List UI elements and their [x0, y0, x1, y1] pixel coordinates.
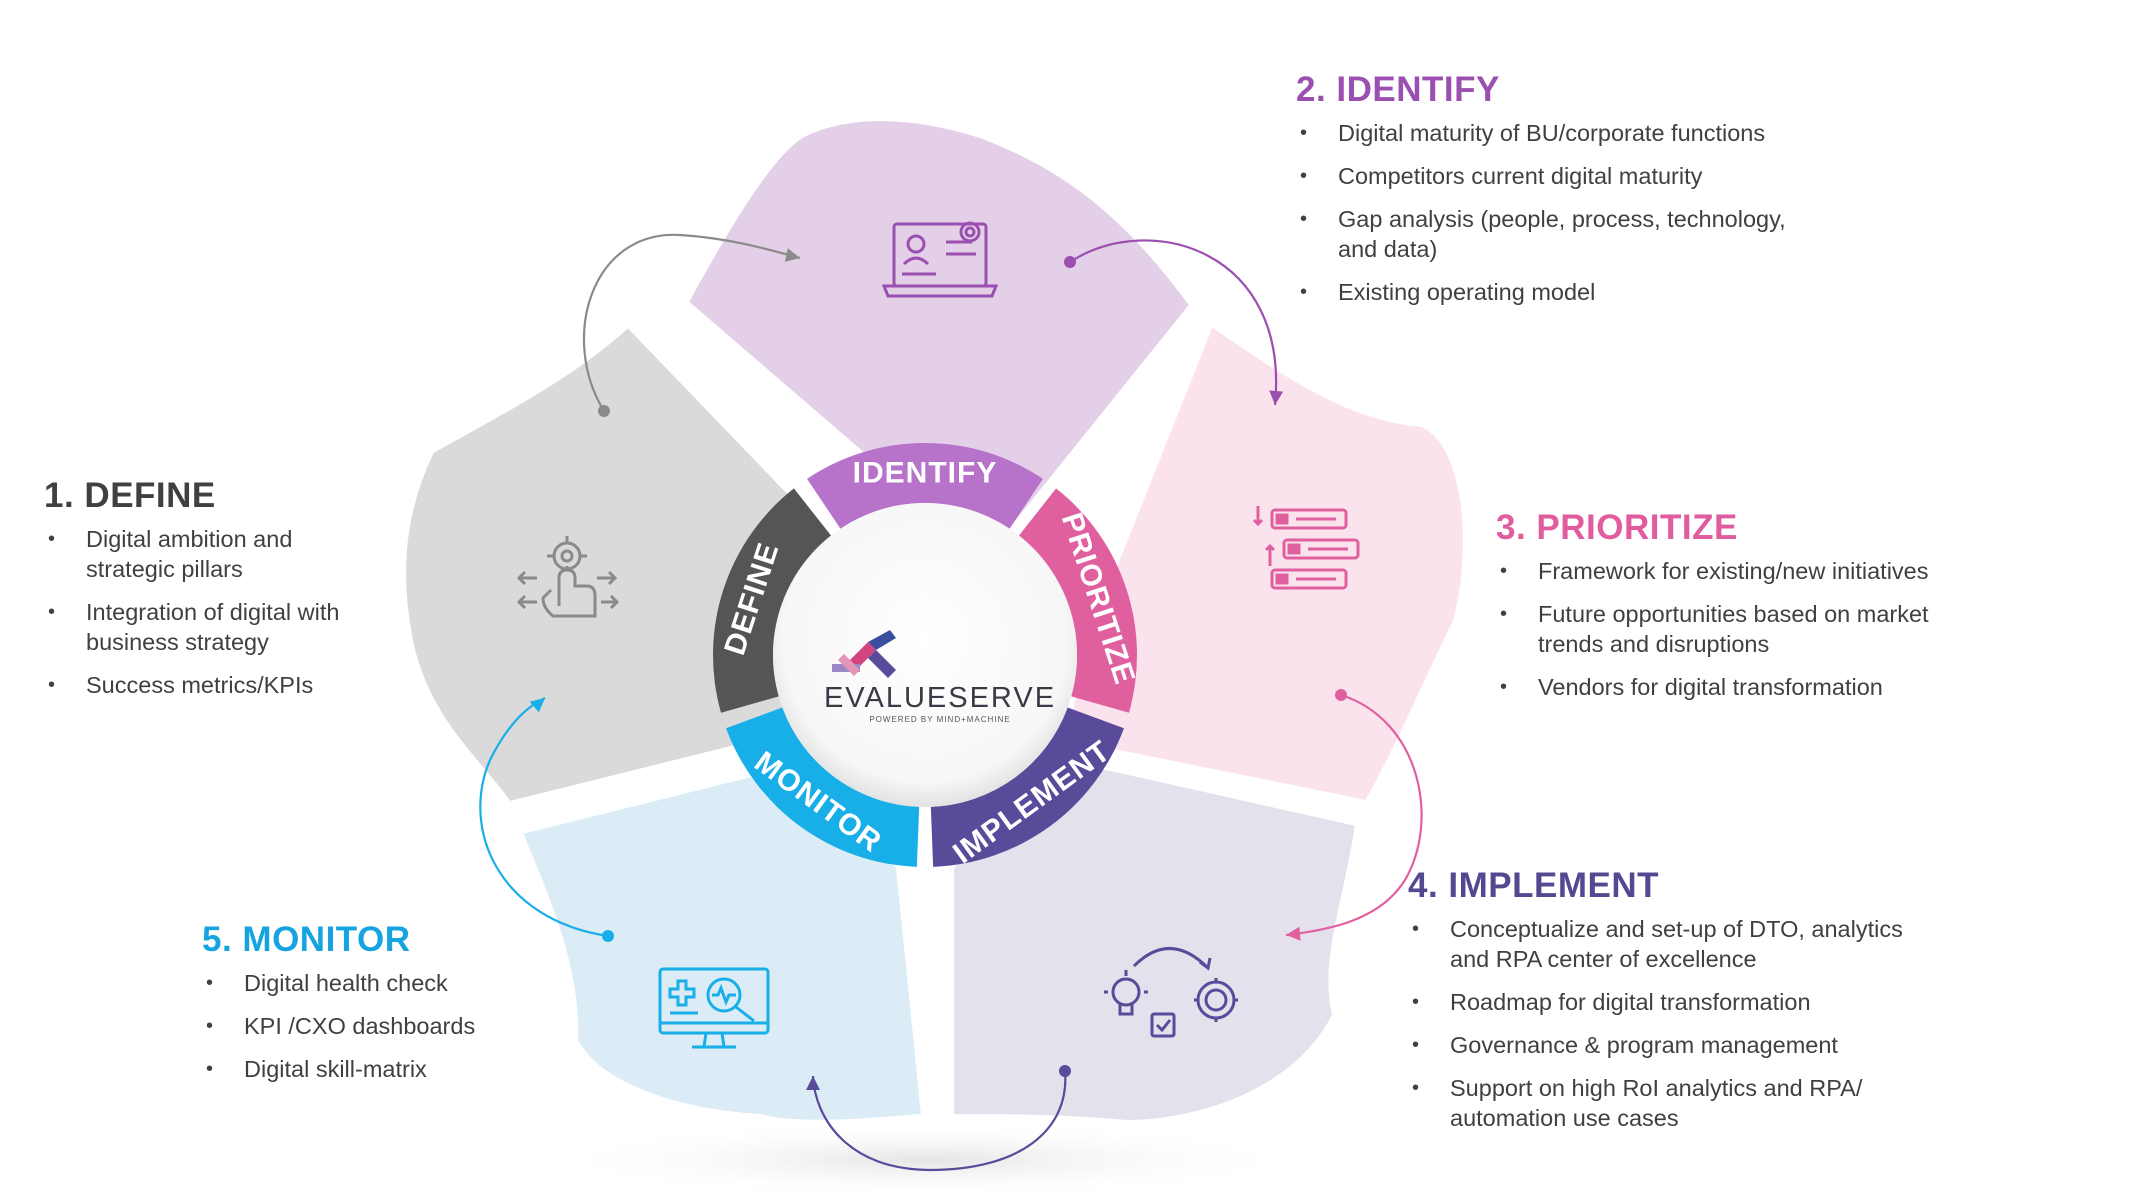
- logo-wordmark: EVALUESERVE: [824, 682, 1056, 714]
- petal-identify: [686, 119, 1192, 537]
- monitor-item: KPI /CXO dashboards: [202, 1011, 602, 1041]
- implement-item: Conceptualize and set-up of DTO, analyti…: [1408, 914, 1968, 974]
- logo-mark: [832, 630, 896, 678]
- implement-item: Support on high RoI analytics and RPA/au…: [1408, 1073, 1968, 1133]
- monitor-item: Digital health check: [202, 968, 602, 998]
- identify-item-line: Gap analysis (people, process, technolog…: [1338, 206, 1786, 232]
- define-item-line: strategic pillars: [86, 556, 243, 582]
- prioritize-item-line: Future opportunities based on market: [1538, 601, 1929, 627]
- implement-title: 4. IMPLEMENT: [1408, 866, 1660, 905]
- prioritize-item-line: trends and disruptions: [1538, 631, 1770, 657]
- implement-item-line: Conceptualize and set-up of DTO, analyti…: [1450, 916, 1903, 942]
- diagram-shadow: [545, 1122, 1305, 1198]
- identify-item: Existing operating model: [1296, 277, 1856, 307]
- define-item: Integration of digital with business stra…: [44, 597, 414, 657]
- cycle-arrow-dot-prioritize: [1335, 689, 1347, 701]
- ring-segment-define: [713, 488, 832, 713]
- panel-monitor: 5. MONITOR Digital health checkKPI /CXO …: [202, 920, 602, 1097]
- panel-define: 1. DEFINE Digital ambition and strategic …: [44, 476, 414, 713]
- cycle-arrow-dot-identify: [1064, 256, 1076, 268]
- ring-segment-implement: [930, 707, 1124, 867]
- monitor-item: Digital skill-matrix: [202, 1054, 602, 1084]
- identify-item-line: and data): [1338, 236, 1438, 262]
- petal-prioritize: [1063, 324, 1465, 803]
- panel-identify: 2. IDENTIFY Digital maturity of BU/corpo…: [1296, 70, 1856, 320]
- sorted-list-icon: [1252, 506, 1360, 590]
- evalueserve-logo: EVALUESERVE POWERED BY MIND+MACHINE: [824, 630, 1056, 724]
- implement-list: Conceptualize and set-up of DTO, analyti…: [1408, 914, 1968, 1133]
- monitor-list: Digital health checkKPI /CXO dashboardsD…: [202, 968, 602, 1084]
- logo-tagline: POWERED BY MIND+MACHINE: [869, 715, 1010, 724]
- cycle-arrowhead-implement: [806, 1076, 820, 1090]
- cycle-arrow-implement: [811, 1070, 1067, 1172]
- prioritize-title: 3. PRIORITIZE: [1496, 508, 1738, 547]
- ring-segment-prioritize: [1018, 488, 1137, 713]
- prioritize-item-line: Framework for existing/new initiatives: [1538, 558, 1929, 584]
- cycle-arrow-monitor: [479, 697, 609, 938]
- implement-item-line: and RPA center of excellence: [1450, 946, 1757, 972]
- monitor-title: 5. MONITOR: [202, 920, 411, 959]
- laptop-profile-fingerprint-icon: [881, 221, 999, 298]
- monitor-item-line: KPI /CXO dashboards: [244, 1013, 476, 1039]
- lightbulb-gear-cycle-icon: [1104, 947, 1238, 1038]
- define-item-line: Integration of digital with: [86, 599, 340, 625]
- prioritize-list: Framework for existing/new initiativesFu…: [1496, 556, 1996, 702]
- cycle-arrow-dot-monitor: [602, 930, 614, 942]
- define-item-line: Success metrics/KPIs: [86, 672, 314, 698]
- panel-implement: 4. IMPLEMENT Conceptualize and set-up of…: [1408, 866, 1968, 1146]
- identify-item: Gap analysis (people, process, technolog…: [1296, 204, 1856, 264]
- implement-item-line: Governance & program management: [1450, 1032, 1838, 1058]
- cycle-arrow-define: [582, 233, 801, 412]
- identify-item: Digital maturity of BU/corporate functio…: [1296, 118, 1856, 148]
- cycle-arrow-prioritize: [1285, 693, 1423, 937]
- monitor-health-check-icon: [658, 967, 770, 1049]
- define-item: Success metrics/KPIs: [44, 670, 414, 700]
- ring-label-identify: IDENTIFY: [853, 457, 998, 490]
- cycle-arrow-dot-implement: [1059, 1065, 1071, 1077]
- cycle-arrowhead-monitor: [529, 698, 545, 713]
- implement-item-line: Support on high RoI analytics and RPA/: [1450, 1075, 1863, 1101]
- define-title: 1. DEFINE: [44, 476, 216, 515]
- define-item-line: Digital ambition and: [86, 526, 293, 552]
- implement-item-line: automation use cases: [1450, 1105, 1679, 1131]
- define-item-line: business strategy: [86, 629, 269, 655]
- implement-item: Roadmap for digital transformation: [1408, 987, 1968, 1017]
- cycle-arrow-identify: [1069, 239, 1278, 406]
- identify-item-line: Existing operating model: [1338, 279, 1596, 305]
- monitor-item-line: Digital health check: [244, 970, 448, 996]
- implement-item-line: Roadmap for digital transformation: [1450, 989, 1811, 1015]
- panel-prioritize: 3. PRIORITIZE Framework for existing/new…: [1496, 508, 1996, 715]
- define-list: Digital ambition and strategic pillarsInt…: [44, 524, 414, 700]
- petal-implement: [952, 754, 1358, 1123]
- identify-title: 2. IDENTIFY: [1296, 70, 1500, 109]
- identify-item-line: Competitors current digital maturity: [1338, 163, 1703, 189]
- define-item: Digital ambition and strategic pillars: [44, 524, 414, 584]
- ring-segment-identify: [807, 443, 1043, 529]
- prioritize-item: Framework for existing/new initiatives: [1496, 556, 1996, 586]
- cycle-arrow-dot-define: [598, 405, 610, 417]
- prioritize-item-line: Vendors for digital transformation: [1538, 674, 1883, 700]
- prioritize-item: Vendors for digital transformation: [1496, 672, 1996, 702]
- cycle-arrowhead-prioritize: [1286, 926, 1301, 941]
- ring-segment-monitor: [726, 707, 920, 867]
- petal-monitor: [520, 757, 924, 1122]
- prioritize-item: Future opportunities based on market tren…: [1496, 599, 1996, 659]
- monitor-item-line: Digital skill-matrix: [244, 1056, 427, 1082]
- cycle-arrows: [479, 233, 1423, 1172]
- identify-item: Competitors current digital maturity: [1296, 161, 1856, 191]
- identify-item-line: Digital maturity of BU/corporate functio…: [1338, 120, 1766, 146]
- hand-gear-icon: [516, 536, 620, 618]
- implement-item: Governance & program management: [1408, 1030, 1968, 1060]
- hub-circle: [773, 503, 1077, 807]
- cycle-arrowhead-identify: [1269, 390, 1284, 405]
- identify-list: Digital maturity of BU/corporate functio…: [1296, 118, 1856, 307]
- cycle-arrowhead-define: [784, 248, 800, 262]
